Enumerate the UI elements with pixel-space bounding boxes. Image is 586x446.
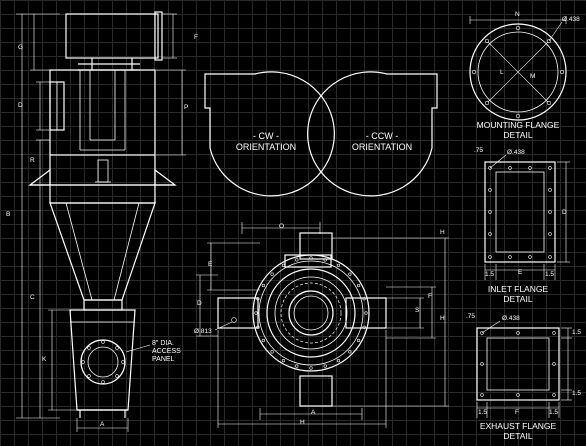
ccw-orientation-line-2: ORIENTATION	[351, 142, 413, 152]
plan-bolt-hole	[336, 359, 341, 363]
dim-label-B: B	[6, 211, 11, 218]
dim-label-R: R	[30, 157, 35, 164]
dim-label-F-side: F	[194, 34, 198, 41]
plan-bolt-hole	[348, 350, 352, 354]
access-panel-note-line-3: PANEL	[152, 356, 175, 363]
plan-bolt-hole	[256, 325, 260, 329]
dim-label-C: C	[30, 294, 35, 301]
exhaust-dim-right: 1.5	[549, 409, 559, 416]
cw-orientation-view	[204, 71, 335, 197]
plan-bolt-hole	[254, 311, 258, 315]
mounting-wing-right	[154, 168, 177, 186]
inlet-dim-E: E	[518, 269, 523, 276]
dim-label-A-side: A	[100, 421, 105, 428]
cw-orientation-label: - CW - ORIENTATION	[232, 131, 300, 153]
dim-label-G: G	[18, 44, 24, 51]
exhaust-dim-side-bottom: 1.5	[572, 390, 582, 397]
inlet-hole-size: Ø.438	[507, 149, 525, 156]
plan-bolt-hole	[281, 359, 286, 363]
plan-bolt-hole	[270, 272, 274, 276]
plan-bolt-hole	[261, 283, 266, 288]
dim-label-K: K	[42, 356, 47, 363]
mounting-dim-label-M: M	[530, 73, 536, 80]
plan-bolt-hole	[364, 311, 368, 315]
inlet-flange-caption: INLET FLANGE DETAIL	[466, 284, 570, 304]
plan-bolt-hole	[357, 338, 361, 343]
inlet-flange-caption-line-2: DETAIL	[503, 294, 533, 304]
plan-bolt-hole	[309, 256, 313, 260]
plan-bolt-hole	[336, 263, 341, 268]
exhaust-dim-top: .75	[466, 313, 476, 320]
plan-bolt-hole	[270, 350, 274, 354]
inlet-dim-top: .75	[474, 147, 484, 154]
exhaust-flange-caption-line-1: EXHAUST FLANGE	[479, 421, 557, 431]
ccw-orientation-view	[307, 71, 438, 197]
mounting-dim-label-L: L	[500, 69, 504, 76]
plan-dim-label-H-right: H	[440, 229, 445, 236]
plan-bolt-hole	[281, 263, 286, 268]
plan-dim-label-F: F	[428, 293, 432, 300]
access-panel-note-line-2: ACCESS	[152, 348, 181, 355]
mounting-flange-view	[469, 16, 567, 121]
cyclone-side-view	[16, 11, 186, 432]
plan-dim-label-E: E	[208, 261, 213, 268]
inlet-dim-left: 1.5	[485, 271, 495, 278]
plan-bolt-hole	[256, 297, 260, 301]
access-panel-note-line-1: 8" DIA.	[152, 340, 174, 347]
inlet-dim-right: 1.5	[545, 271, 555, 278]
cyclone-body	[49, 69, 156, 156]
inlet-flange-caption-line-1: INLET FLANGE	[487, 284, 549, 294]
outlet-flange	[154, 11, 163, 61]
plan-dim-label-O: O	[279, 223, 285, 230]
plan-dim-label-S: S	[415, 307, 420, 314]
exhaust-hole-size: Ø.438	[502, 315, 520, 322]
plan-hole-size: Ø.813	[194, 328, 212, 335]
mounting-flange-caption-line-1: MOUNTING FLANGE	[476, 120, 560, 130]
ccw-orientation-label: - CCW - ORIENTATION	[346, 131, 418, 153]
plan-bolt-hole	[261, 338, 266, 343]
plan-bolt-hole	[323, 364, 327, 368]
dim-label-P: P	[184, 104, 189, 111]
plan-dim-label-H: H	[440, 315, 445, 322]
exhaust-dim-left: 1.5	[478, 409, 488, 416]
inlet-dim-D: D	[562, 209, 567, 216]
plan-dim-label-D: D	[197, 300, 202, 307]
access-panel-note: 8" DIA. ACCESS PANEL	[152, 340, 181, 364]
plan-dim-label-A-bottom: A	[311, 409, 316, 416]
plan-bolt-hole	[362, 325, 366, 329]
exhaust-dim-side-top: 1.5	[572, 329, 582, 336]
dim-label-D: D	[18, 102, 23, 109]
plan-bolt-hole	[362, 297, 366, 301]
outlet-duct	[65, 13, 159, 59]
cyclone-cone	[49, 202, 156, 301]
plan-bolt-hole	[295, 258, 299, 262]
mounting-dim-label-N: N	[515, 11, 520, 18]
plan-bolt-hole	[323, 258, 327, 262]
inlet-flange-view	[484, 154, 570, 280]
mounting-hole-size: Ø.438	[562, 16, 580, 23]
plan-bolt-hole	[357, 283, 361, 288]
cyclone-plan-view	[196, 222, 449, 428]
plan-dim-label-H-bottom: H	[300, 419, 305, 426]
plan-bolt-hole	[348, 272, 352, 276]
plan-bolt-hole	[309, 366, 313, 370]
mounting-flange-caption: MOUNTING FLANGE DETAIL	[466, 120, 570, 140]
mounting-flange-caption-line-2: DETAIL	[503, 130, 533, 140]
exhaust-flange-view	[476, 320, 572, 418]
exhaust-flange-caption: EXHAUST FLANGE DETAIL	[466, 421, 570, 441]
access-panel	[80, 339, 126, 385]
exhaust-flange-caption-line-2: DETAIL	[503, 431, 533, 441]
cw-orientation-line-1: - CW -	[253, 131, 279, 141]
cw-orientation-line-2: ORIENTATION	[235, 142, 297, 152]
exhaust-dim-F: F	[515, 409, 519, 416]
ccw-orientation-line-1: - CCW -	[365, 131, 399, 141]
plan-bolt-hole	[295, 364, 299, 368]
